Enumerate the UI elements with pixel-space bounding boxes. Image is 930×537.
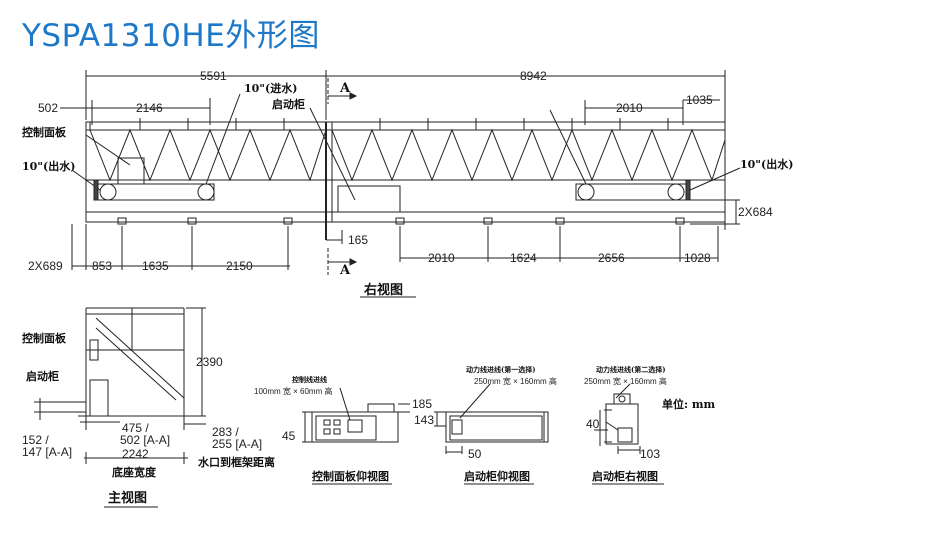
dim-185: 185 bbox=[412, 397, 432, 411]
dim-2390: 2390 bbox=[196, 355, 223, 369]
starter-power-label: 动力线进线(第一选择) bbox=[466, 365, 536, 374]
dim-45: 45 bbox=[282, 429, 296, 443]
dim-152: 152 / bbox=[22, 433, 49, 447]
label-water-distance: 水口到框架距离 bbox=[198, 455, 275, 469]
dim-1028: 1028 bbox=[684, 251, 711, 265]
dim-40: 40 bbox=[586, 417, 600, 431]
dim-475: 475 / bbox=[122, 421, 149, 435]
starter-view-title: 启动柜仰视图 bbox=[464, 469, 530, 483]
label-outlet-left: 10"(出水) bbox=[22, 159, 75, 173]
main-label-panel: 控制面板 bbox=[22, 331, 67, 345]
panel-wiring-label: 控制线进线 bbox=[292, 375, 327, 384]
dim-50: 50 bbox=[468, 447, 482, 461]
panel-view-title: 控制面板仰视图 bbox=[312, 469, 389, 483]
starter-right-size-label: 250mm 宽 × 160mm 高 bbox=[584, 376, 667, 386]
section-mark-bottom: A bbox=[339, 263, 351, 278]
panel-size-label: 100mm 宽 × 60mm 高 bbox=[254, 386, 332, 396]
dim-103: 103 bbox=[640, 447, 660, 461]
dim-147-aa: 147 [A-A] bbox=[22, 445, 72, 459]
dim-1035: 1035 bbox=[686, 93, 713, 107]
section-mark-top: A bbox=[339, 81, 351, 96]
dim-165: 165 bbox=[348, 233, 368, 247]
unit-label: 单位: mm bbox=[662, 397, 716, 411]
label-inlet: 10"(进水) bbox=[244, 81, 297, 95]
dim-502: 502 bbox=[38, 101, 58, 115]
starter-right-view-title: 启动柜右视图 bbox=[592, 469, 658, 483]
label-base-width: 底座宽度 bbox=[112, 465, 157, 479]
dim-8942: 8942 bbox=[520, 69, 547, 83]
starter-size-label: 250mm 宽 × 160mm 高 bbox=[474, 376, 557, 386]
starter-right-power-label: 动力线进线(第二选择) bbox=[596, 365, 666, 374]
dim-2010-top: 2010 bbox=[616, 101, 643, 115]
dim-283: 283 / bbox=[212, 425, 239, 439]
dim-2x684: 2X684 bbox=[738, 205, 773, 219]
label-control-panel: 控制面板 bbox=[22, 125, 67, 139]
label-starter: 启动柜 bbox=[272, 97, 305, 111]
dim-255-aa: 255 [A-A] bbox=[212, 437, 262, 451]
dim-2010-bottom: 2010 bbox=[428, 251, 455, 265]
dim-1624: 1624 bbox=[510, 251, 537, 265]
dim-143: 143 bbox=[414, 413, 434, 427]
page-title: YSPA1310HE外形图 bbox=[22, 18, 320, 54]
dim-2656: 2656 bbox=[598, 251, 625, 265]
dim-2x689: 2X689 bbox=[28, 259, 63, 273]
dim-5591: 5591 bbox=[200, 69, 227, 83]
dim-2242: 2242 bbox=[122, 447, 149, 461]
main-label-starter: 启动柜 bbox=[26, 369, 59, 383]
right-view-title: 右视图 bbox=[363, 282, 403, 298]
label-outlet-right: 10"(出水) bbox=[740, 157, 793, 171]
dim-502-aa: 502 [A-A] bbox=[120, 433, 170, 447]
dim-1635: 1635 bbox=[142, 259, 169, 273]
dim-2150: 2150 bbox=[226, 259, 253, 273]
dim-853: 853 bbox=[92, 259, 112, 273]
dim-2146: 2146 bbox=[136, 101, 163, 115]
main-view-title: 主视图 bbox=[108, 490, 147, 506]
